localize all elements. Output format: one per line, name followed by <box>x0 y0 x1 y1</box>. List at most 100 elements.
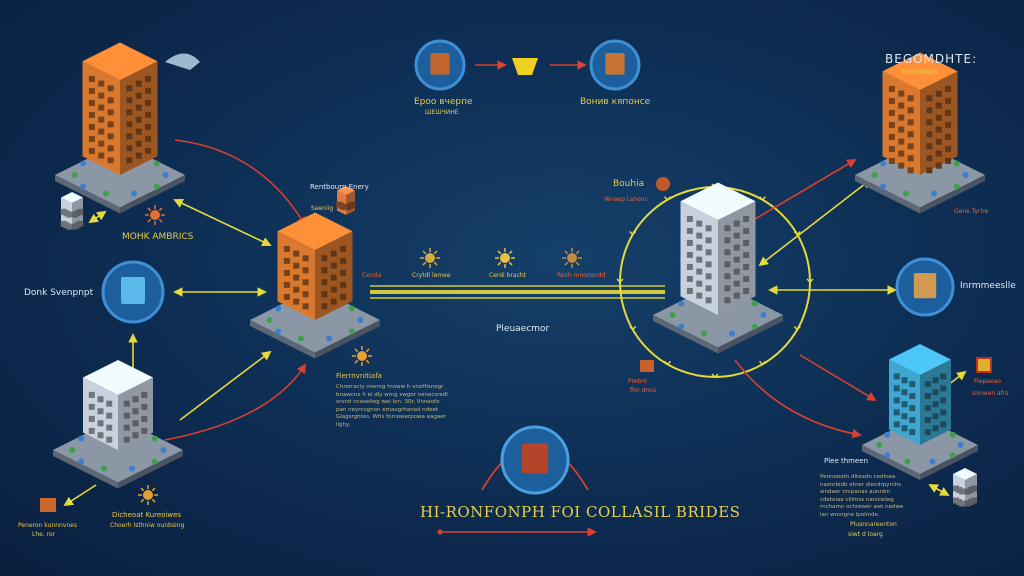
yellow-arrow-a-b <box>173 198 272 247</box>
window <box>909 417 916 424</box>
window <box>898 138 905 145</box>
shrub <box>953 183 960 190</box>
base-plate-side <box>718 315 783 354</box>
window <box>898 114 905 121</box>
window <box>945 157 952 164</box>
shrub <box>876 442 883 448</box>
base-plate-side <box>55 175 120 214</box>
window <box>321 291 328 298</box>
window <box>926 167 933 174</box>
window <box>349 201 356 208</box>
shrub <box>357 317 364 323</box>
window <box>724 237 731 244</box>
window <box>893 409 900 416</box>
window <box>945 145 952 152</box>
window <box>901 425 908 432</box>
base-plate-side <box>250 320 315 359</box>
window <box>733 244 740 251</box>
shrub <box>929 458 936 465</box>
window <box>330 274 337 281</box>
window <box>97 408 104 415</box>
shrub <box>160 447 167 453</box>
window <box>132 432 139 439</box>
base-plate-side <box>855 175 920 214</box>
shrub <box>162 172 169 178</box>
shrub <box>880 160 887 167</box>
window <box>132 408 139 415</box>
building-center-left <box>250 212 380 359</box>
window <box>909 393 916 400</box>
base-plate-side <box>920 445 978 480</box>
window <box>340 203 347 210</box>
left-sun-icon-ray <box>147 207 152 212</box>
right-small-label: Fiepaeao <box>974 378 1001 385</box>
window <box>898 102 905 109</box>
building-roof <box>337 186 355 195</box>
window <box>141 403 148 410</box>
right-note-text: Pennoeotn dlteadn cedlnea nasnrbidb ehre… <box>820 474 904 518</box>
window <box>145 135 152 142</box>
base-plate-side <box>120 175 185 214</box>
top-icon-3-label: Вонив кяпонсе <box>580 97 651 107</box>
shrub <box>884 452 891 459</box>
window <box>926 143 933 150</box>
window <box>97 432 104 439</box>
bar-icon-3-ray <box>564 250 569 255</box>
window <box>932 377 939 384</box>
window <box>733 280 740 287</box>
window <box>901 377 908 384</box>
window <box>945 85 952 92</box>
window <box>126 109 133 116</box>
shrub <box>957 442 964 448</box>
window <box>696 256 703 263</box>
base-plate-side <box>53 450 118 489</box>
window <box>686 263 693 270</box>
right-top-caption: Gene Tyrire <box>954 208 989 215</box>
shrub <box>326 335 333 342</box>
bottom-left-sun-icon-ray <box>140 487 145 492</box>
shrub <box>275 328 282 335</box>
shrub <box>69 447 76 453</box>
shrub <box>297 335 304 342</box>
window <box>705 249 712 256</box>
window <box>123 412 130 419</box>
window <box>302 267 309 274</box>
window <box>696 220 703 227</box>
window <box>924 417 931 424</box>
window <box>696 232 703 239</box>
shrub <box>953 160 960 167</box>
window <box>743 263 750 270</box>
window <box>724 285 731 292</box>
window <box>340 269 347 276</box>
base-plate-side <box>862 445 920 480</box>
building-bottom-right <box>862 344 978 480</box>
shrub <box>880 183 887 190</box>
window <box>907 155 914 162</box>
shrub <box>884 431 891 438</box>
window <box>135 116 142 123</box>
window <box>283 245 290 252</box>
window <box>932 413 939 420</box>
window <box>909 381 916 388</box>
window <box>888 85 895 92</box>
window <box>924 429 931 436</box>
window <box>88 87 95 94</box>
shrub <box>949 431 956 438</box>
window <box>940 397 947 404</box>
ring-chevron <box>806 278 814 284</box>
window <box>302 279 309 286</box>
top-left-gadget-icon <box>165 53 200 70</box>
window <box>940 373 947 380</box>
shrub <box>871 172 878 178</box>
window <box>88 427 95 434</box>
building-roof <box>680 182 756 220</box>
window <box>743 251 750 258</box>
window <box>145 111 152 118</box>
building-bottom-left <box>53 360 183 489</box>
window <box>340 281 347 288</box>
window <box>141 391 148 398</box>
window <box>898 126 905 133</box>
window <box>97 420 104 427</box>
left-cube-icon-glyph <box>121 277 145 304</box>
top-icon-1-sublabel: ШЕШЧИНЕ <box>425 109 459 116</box>
